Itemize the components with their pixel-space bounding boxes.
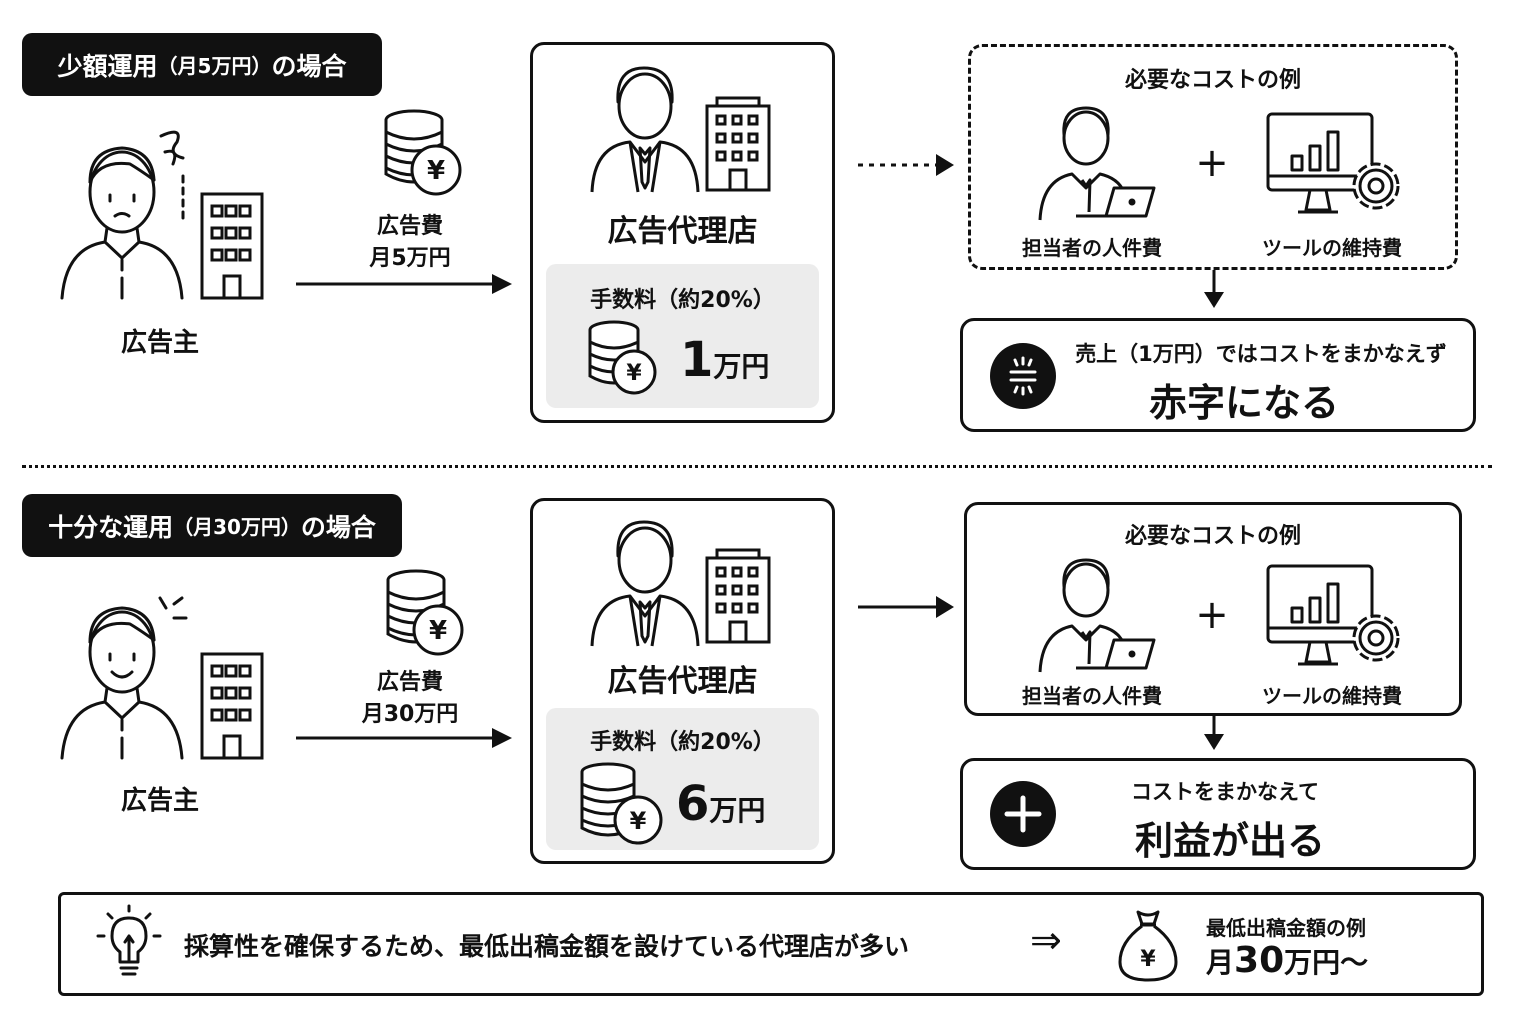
agency-businessman-icon xyxy=(590,520,700,647)
happy-person-icon xyxy=(60,606,184,760)
result-main: 利益が出る xyxy=(1134,819,1325,863)
footer-arrow: ⇒ xyxy=(1030,918,1062,962)
building-icon xyxy=(705,548,771,644)
cost-tool-label: ツールの維持費 xyxy=(1262,684,1402,708)
fee-amount: 6万円 xyxy=(676,776,766,832)
costs-box xyxy=(968,44,1458,270)
advertiser-label: 広告主 xyxy=(120,328,199,358)
result-main: 赤字になる xyxy=(1148,381,1339,425)
advertiser-label: 広告主 xyxy=(120,786,199,816)
arrow-down xyxy=(1204,716,1224,750)
sparkle-lines-icon xyxy=(158,596,188,620)
min-amount-label: 最低出稿金額の例 xyxy=(1206,916,1366,940)
worker-laptop-icon xyxy=(1038,558,1156,673)
yen-coins-icon: ¥ xyxy=(384,109,462,196)
building-icon xyxy=(200,192,264,300)
arrow-right xyxy=(296,274,512,294)
svg-text:¥: ¥ xyxy=(427,156,445,186)
ad-cost-amount: 月30万円 xyxy=(361,702,459,727)
lightbulb-icon xyxy=(96,904,162,976)
money-bag-icon: ¥ xyxy=(1118,910,1178,982)
yen-coins-icon: ¥ xyxy=(386,569,464,656)
monitor-chart-gear-icon xyxy=(1266,564,1400,666)
arrow-right xyxy=(296,728,512,748)
section-divider xyxy=(22,465,1492,468)
result-sub: 売上（1万円）ではコストをまかなえず xyxy=(1075,342,1447,366)
fee-label: 手数料（約20%） xyxy=(590,730,775,755)
plus-sign: + xyxy=(1195,140,1229,186)
ad-cost-amount: 月5万円 xyxy=(369,246,451,271)
section-tag-sufficient-budget: 十分な運用（月30万円）の場合 xyxy=(22,494,402,557)
fee-amount: 1万円 xyxy=(680,332,770,388)
ad-cost-label: 広告費 xyxy=(376,670,443,695)
agency-label: 広告代理店 xyxy=(607,664,758,699)
monitor-chart-gear-icon xyxy=(1266,112,1400,214)
cost-labor-label: 担当者の人件費 xyxy=(1022,236,1162,260)
costs-title: 必要なコストの例 xyxy=(1124,524,1301,549)
svg-text:¥: ¥ xyxy=(630,807,647,835)
agency-label: 広告代理店 xyxy=(607,214,758,249)
worried-person-icon xyxy=(60,146,184,300)
min-amount: 月30万円〜 xyxy=(1206,940,1369,981)
svg-text:¥: ¥ xyxy=(429,616,447,646)
cost-tool-label: ツールの維持費 xyxy=(1262,236,1402,260)
fee-label: 手数料（約20%） xyxy=(590,288,775,313)
yen-coins-icon: ¥ xyxy=(588,320,657,395)
building-icon xyxy=(200,652,264,760)
ad-cost-label: 広告費 xyxy=(376,214,443,239)
worker-laptop-icon xyxy=(1038,106,1156,221)
result-sub: コストをまかなえて xyxy=(1131,780,1319,804)
profit-plus-icon xyxy=(990,781,1056,847)
dizzy-swirl-icon xyxy=(159,130,185,222)
costs-box xyxy=(964,502,1462,716)
deficit-icon xyxy=(990,343,1056,409)
svg-text:¥: ¥ xyxy=(626,361,642,386)
building-icon xyxy=(705,96,771,192)
footer-note-box xyxy=(58,892,1484,996)
svg-text:¥: ¥ xyxy=(1140,947,1156,972)
cost-labor-label: 担当者の人件費 xyxy=(1022,684,1162,708)
agency-businessman-icon xyxy=(590,66,700,193)
plus-sign: + xyxy=(1195,592,1229,638)
dotted-arrow-right xyxy=(858,154,954,176)
section-tag-small-budget: 少額運用（月5万円）の場合 xyxy=(22,33,382,96)
arrow-right xyxy=(858,596,954,618)
yen-coins-icon: ¥ xyxy=(580,762,663,845)
arrow-down xyxy=(1204,270,1224,308)
costs-title: 必要なコストの例 xyxy=(1124,68,1301,93)
footer-message: 採算性を確保するため、最低出稿金額を設けている代理店が多い xyxy=(184,932,910,961)
